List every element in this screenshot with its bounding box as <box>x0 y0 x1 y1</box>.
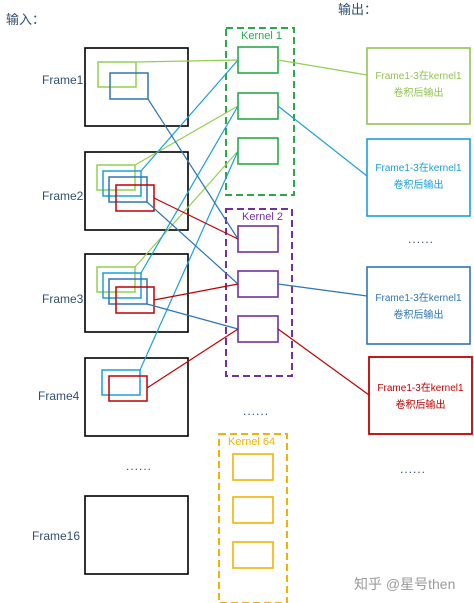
link-cyan-f2-k1c1 <box>140 59 239 172</box>
kernel1-label: Kernel 1 <box>241 30 282 42</box>
frame1-window-green <box>97 61 137 88</box>
kernel1-cell-1 <box>237 46 279 74</box>
output-ellipsis-top: ...... <box>408 232 434 246</box>
frame3-window-blue <box>108 278 148 305</box>
kernel2-cell-1 <box>237 225 279 253</box>
frame-ellipsis: ...... <box>126 459 152 473</box>
output-4-line2: 卷积后输出 <box>396 398 446 411</box>
output-box-4 <box>368 356 473 435</box>
frame3-label: Frame3 <box>42 292 84 306</box>
kernel2-cell-2 <box>237 270 279 298</box>
link-green-k1-out1 <box>277 59 368 76</box>
input-header: 输入： <box>6 12 45 27</box>
link-red-f4-k2c3 <box>146 328 239 389</box>
kernel64-label: Kernel 64 <box>228 436 275 448</box>
link-cyan-f3-k1c2 <box>140 105 239 274</box>
frame4-window-cyan <box>101 369 141 396</box>
frame1-box <box>84 47 189 127</box>
link-blue-f3-k2c3 <box>146 303 239 330</box>
output-ellipsis-bottom: ...... <box>400 462 426 476</box>
link-cyan-f4-k1c3 <box>139 150 239 371</box>
kernel1-group <box>225 27 295 196</box>
output-2-line2: 卷积后输出 <box>394 178 444 191</box>
kernel64-cell-3 <box>232 541 274 569</box>
kernel2-label: Kernel 2 <box>242 211 283 223</box>
output-1-line2: 卷积后输出 <box>394 86 444 99</box>
frame16-label: Frame16 <box>32 529 80 543</box>
frame4-label: Frame4 <box>38 389 80 403</box>
frame1-label: Frame1 <box>42 73 84 87</box>
link-blue-k2-out3 <box>277 283 368 297</box>
link-green-f2-k1c2 <box>134 105 239 166</box>
kernel64-group <box>218 433 288 603</box>
kernel64-cell-2 <box>232 496 274 524</box>
link-blue-f2-k2c2 <box>146 201 239 285</box>
watermark: 知乎 @星号then <box>354 576 455 592</box>
kernel2-group <box>225 208 293 377</box>
link-blue-f1-k2c1 <box>147 98 239 240</box>
frame2-label: Frame2 <box>42 189 84 203</box>
link-cyan-k1-out2 <box>277 105 368 177</box>
link-red-k2-out4 <box>277 328 370 396</box>
link-red-f3-k2c2 <box>153 283 239 301</box>
output-box-1 <box>366 47 471 125</box>
output-3-line1: Frame1-3在kernel1 <box>375 292 462 304</box>
link-red-f2-k2c1 <box>153 197 239 240</box>
frame2-window-cyan <box>102 170 142 197</box>
output-3-line2: 卷积后输出 <box>394 308 444 321</box>
kernel-ellipsis: ...... <box>243 404 269 418</box>
kernel1-cell-2 <box>237 92 279 120</box>
frame4-window-red <box>108 375 148 402</box>
link-green-f1-k1c1 <box>135 59 239 63</box>
kernel2-cell-3 <box>237 315 279 343</box>
output-box-3 <box>366 266 471 345</box>
frame3-window-cyan <box>102 272 142 299</box>
link-green-f3-k1c3 <box>134 150 239 268</box>
output-header: 输出： <box>338 2 377 17</box>
output-2-line1: Frame1-3在kernel1 <box>375 162 462 174</box>
kernel64-cell-1 <box>232 453 274 481</box>
frame16-box <box>84 495 189 575</box>
output-1-line1: Frame1-3在kernel1 <box>375 70 462 82</box>
frame2-window-blue <box>108 176 148 203</box>
frame1-window-blue <box>109 72 149 100</box>
frame4-box <box>84 357 189 437</box>
output-box-2 <box>366 138 471 217</box>
kernel1-cell-3 <box>237 137 279 165</box>
output-4-line1: Frame1-3在kernel1 <box>377 382 464 394</box>
